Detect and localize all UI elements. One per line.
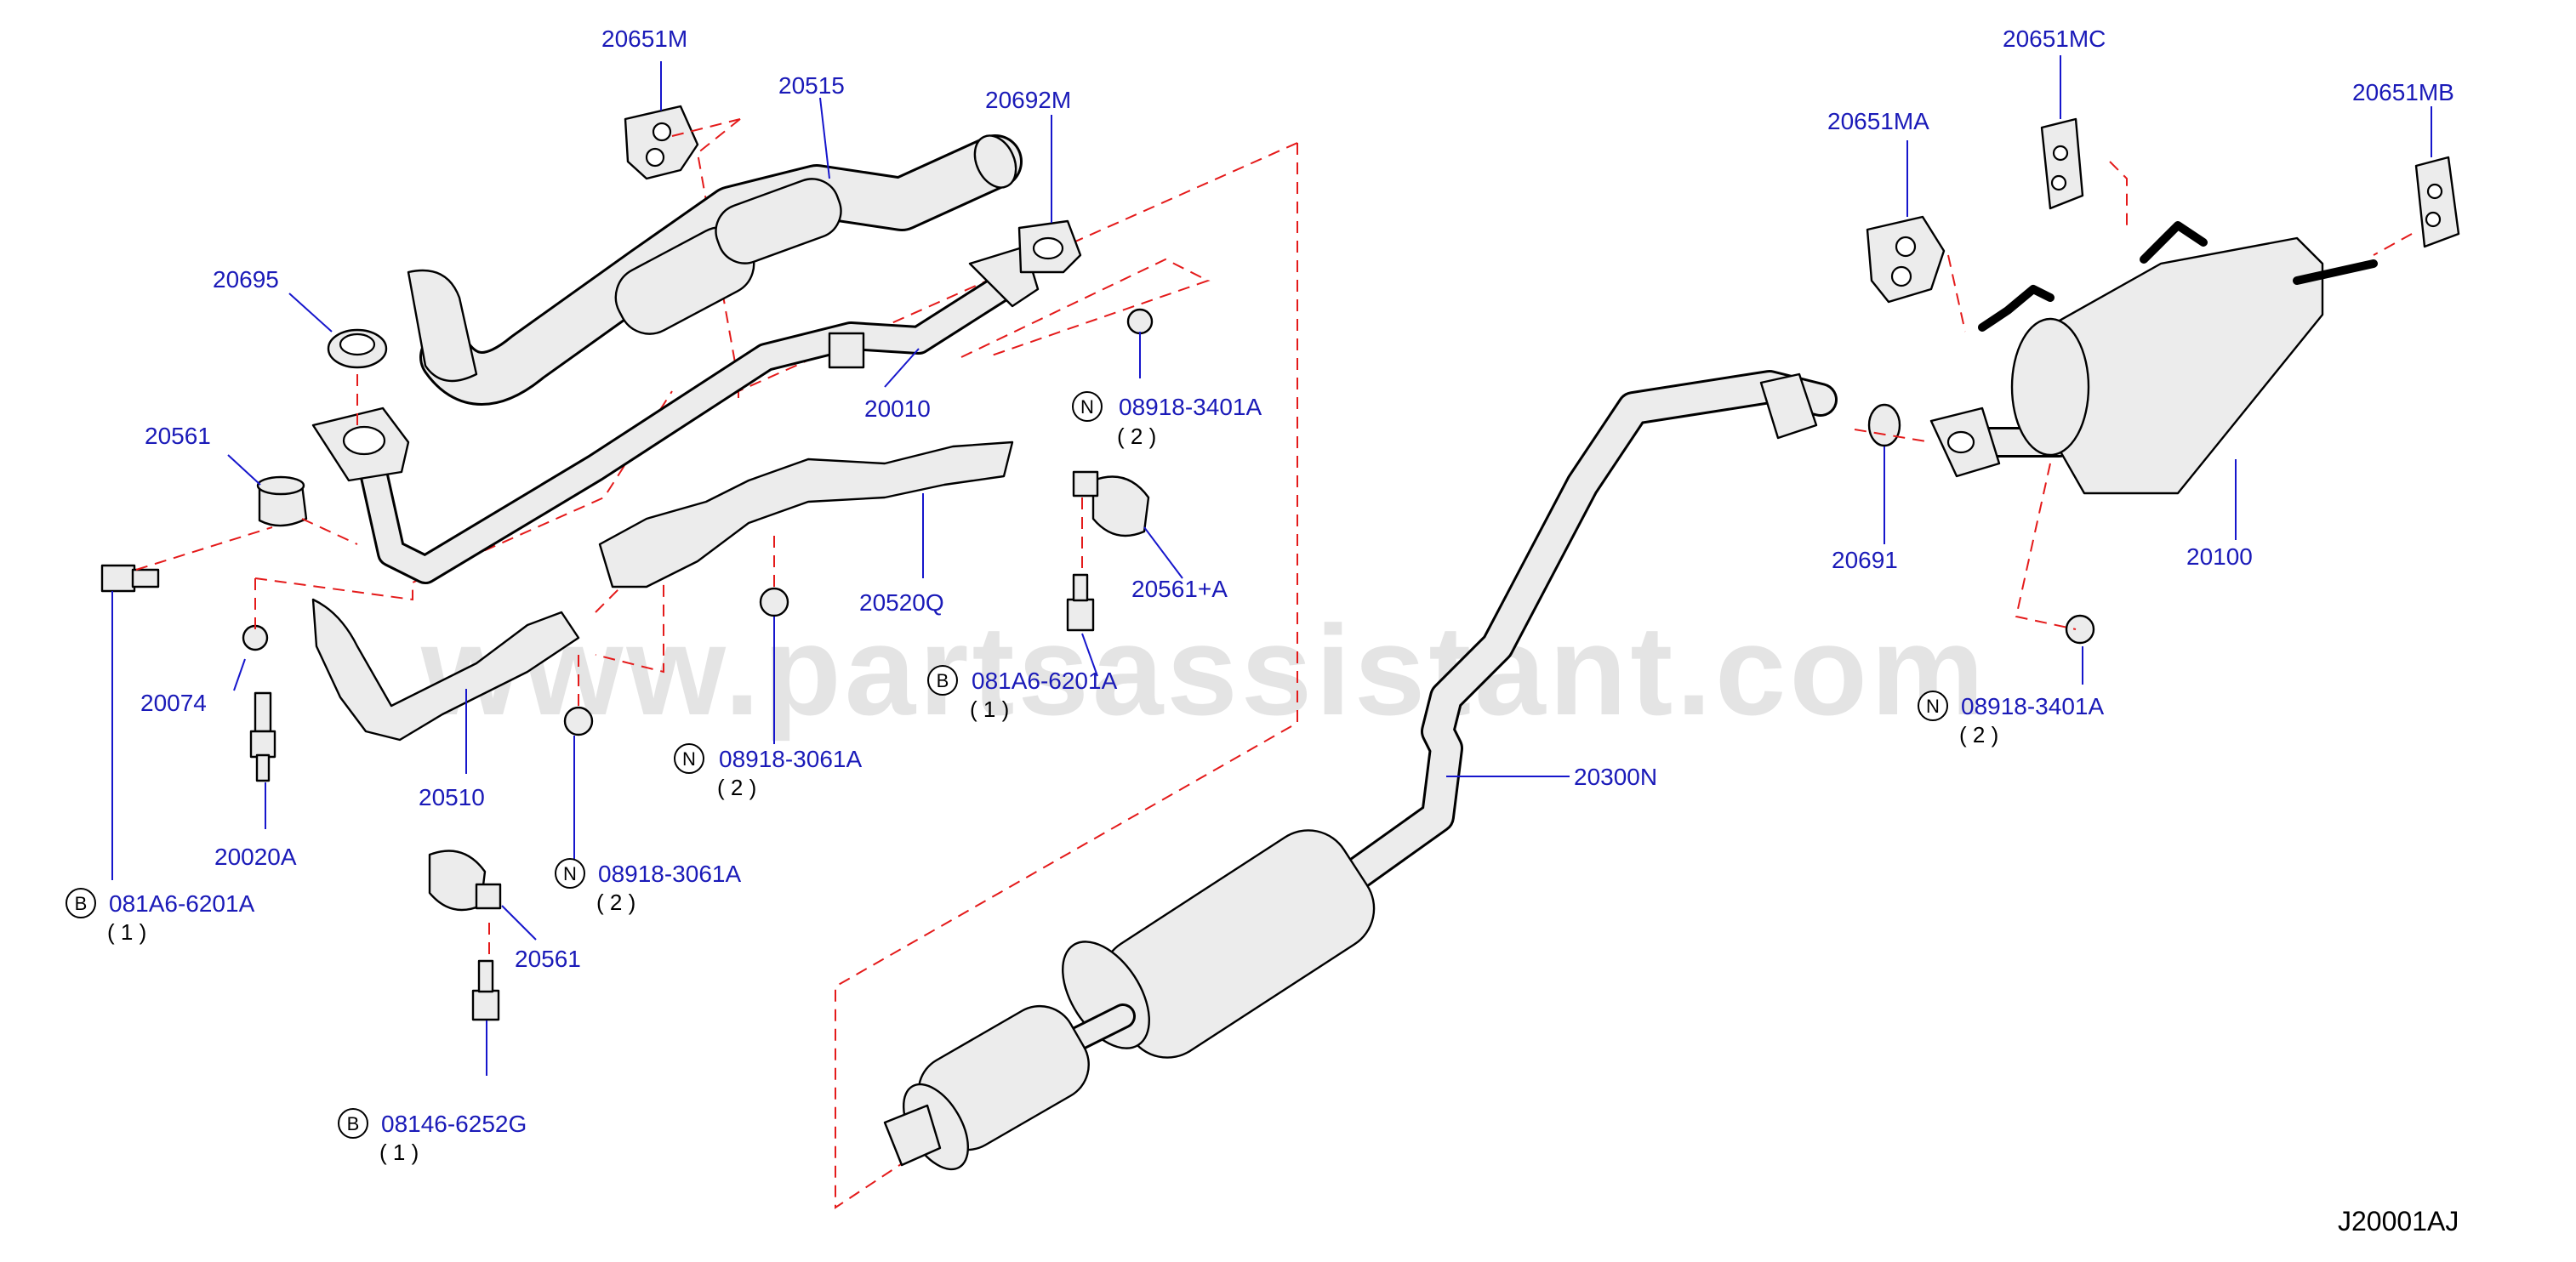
qty-08146-6252g: ( 1 ) [379, 1140, 419, 1165]
label-20561a: 20561+A [1131, 576, 1228, 602]
svg-text:N: N [563, 863, 577, 884]
clamp-20561-left [256, 475, 308, 527]
leader-20561-left [227, 454, 261, 486]
svg-text:N: N [1926, 696, 1940, 717]
nut-08918-3401a-top [1126, 308, 1154, 335]
heat-shield-outline [696, 118, 741, 392]
label-08146-6252g: 08146-6252G [381, 1111, 527, 1137]
label-20651mc: 20651MC [2003, 26, 2106, 52]
svg-text:N: N [682, 748, 696, 770]
leader-20074 [233, 658, 246, 691]
label-20300n: 20300N [1574, 764, 1657, 790]
label-20510: 20510 [419, 784, 485, 810]
qty-08918-3061a-right: ( 2 ) [717, 775, 756, 800]
guide-20691 [1854, 429, 1932, 443]
label-20692m: 20692M [985, 87, 1071, 113]
oxygen-sensor-20020a [249, 691, 276, 782]
guide-20651mb [2373, 233, 2413, 256]
guide-20651ma [1947, 254, 1966, 333]
bolt-08146-6252g [471, 959, 500, 1021]
svg-text:B: B [75, 893, 88, 914]
label-20695: 20695 [213, 266, 279, 293]
heat-shield-20520q [598, 441, 1014, 588]
label-08918-3061a-left: 08918-3061A [598, 861, 741, 887]
callout-08918-3401a-rear: N 08918-3401A ( 2 ) [1918, 691, 2104, 748]
clamp-20561A [1072, 470, 1150, 537]
label-20100: 20100 [2186, 543, 2253, 570]
gasket-20691 [1867, 403, 1901, 447]
label-20520q: 20520Q [859, 589, 944, 616]
guide-bolt-left [135, 526, 273, 571]
clamp-20561-bottom [428, 850, 502, 912]
leader-20010 [884, 348, 920, 388]
label-20515: 20515 [778, 72, 845, 99]
qty-081a6-6201a-left: ( 1 ) [107, 919, 146, 945]
callout-081a6-6201a-mid: B 081A6-6201A ( 1 ) [927, 665, 1118, 722]
callout-08146-6252g: B 08146-6252G ( 1 ) [338, 1108, 527, 1165]
label-20010: 20010 [864, 395, 931, 422]
front-pipe-outline [254, 390, 673, 601]
label-20651ma: 20651MA [1827, 108, 1929, 134]
label-20561-left: 20561 [145, 423, 211, 449]
leader-20561-bottom [501, 905, 537, 941]
callout-08918-3401a-top: N 08918-3401A ( 2 ) [1072, 391, 1262, 449]
callout-08918-3061a-left: N 08918-3061A ( 2 ) [555, 858, 741, 915]
leader-081a6-mid [1081, 633, 1098, 677]
callout-081a6-6201a-left: B 081A6-6201A ( 1 ) [66, 888, 255, 945]
bolt-081a6-6201a-mid [1066, 573, 1095, 632]
nut-08918-3061a-right [759, 587, 789, 617]
nut-20074 [242, 624, 269, 651]
nut-08918-3401a-rear [2065, 614, 2095, 645]
mount-rubber-20651mb [2414, 156, 2460, 248]
mount-rubber-20651ma [1866, 215, 1946, 304]
mount-rubber-20651m [624, 105, 699, 180]
center-muffler-20300n [883, 370, 1838, 1171]
diagram-reference-code: J20001AJ [2338, 1206, 2459, 1236]
label-081a6-6201a-left: 081A6-6201A [109, 890, 255, 917]
guide-clamp-left [301, 518, 358, 545]
label-20691: 20691 [1832, 547, 1898, 573]
label-08918-3061a-right: 08918-3061A [719, 746, 862, 772]
label-20561-bottom: 20561 [515, 946, 581, 972]
label-08918-3401a-top: 08918-3401A [1119, 394, 1262, 420]
label-08918-3401a-rear: 08918-3401A [1961, 693, 2104, 719]
gasket-20695 [327, 328, 388, 369]
guide-20651mc [2109, 161, 2128, 230]
guide-20651m [671, 118, 741, 137]
label-20074: 20074 [140, 690, 207, 716]
svg-text:B: B [347, 1113, 360, 1134]
rear-muffler-20100 [1929, 221, 2378, 495]
qty-08918-3061a-left: ( 2 ) [596, 890, 635, 915]
label-20651mb: 20651MB [2352, 79, 2454, 105]
assembly-outline-rear [835, 143, 1298, 1209]
callout-08918-3061a-right: N 08918-3061A ( 2 ) [674, 743, 862, 800]
qty-08918-3401a-rear: ( 2 ) [1959, 722, 1998, 748]
heat-shield-20510 [311, 598, 580, 742]
front-catalyst-pipe [407, 134, 1023, 406]
qty-081a6-6201a-mid: ( 1 ) [970, 696, 1009, 722]
mount-rubber-20651mc [2040, 117, 2084, 210]
svg-text:B: B [937, 670, 949, 691]
leader-20515 [819, 97, 830, 179]
exhaust-diagram: www.partsassistant.com [66, 26, 2460, 1236]
label-20651m: 20651M [601, 26, 687, 52]
nut-08918-3061a-left [563, 706, 594, 736]
bolt-081a6-6201a-left [100, 564, 160, 593]
watermark: www.partsassistant.com [420, 599, 1987, 742]
label-081a6-6201a-mid: 081A6-6201A [972, 668, 1118, 694]
guide-rear-nut [2015, 463, 2077, 630]
qty-08918-3401a-top: ( 2 ) [1117, 424, 1156, 449]
front-exhaust-pipe [311, 245, 1040, 584]
leader-20561a [1143, 526, 1183, 579]
svg-text:N: N [1080, 396, 1094, 418]
gasket-20692m [1017, 219, 1082, 274]
leader-20695 [288, 293, 333, 333]
label-20020a: 20020A [214, 844, 297, 870]
